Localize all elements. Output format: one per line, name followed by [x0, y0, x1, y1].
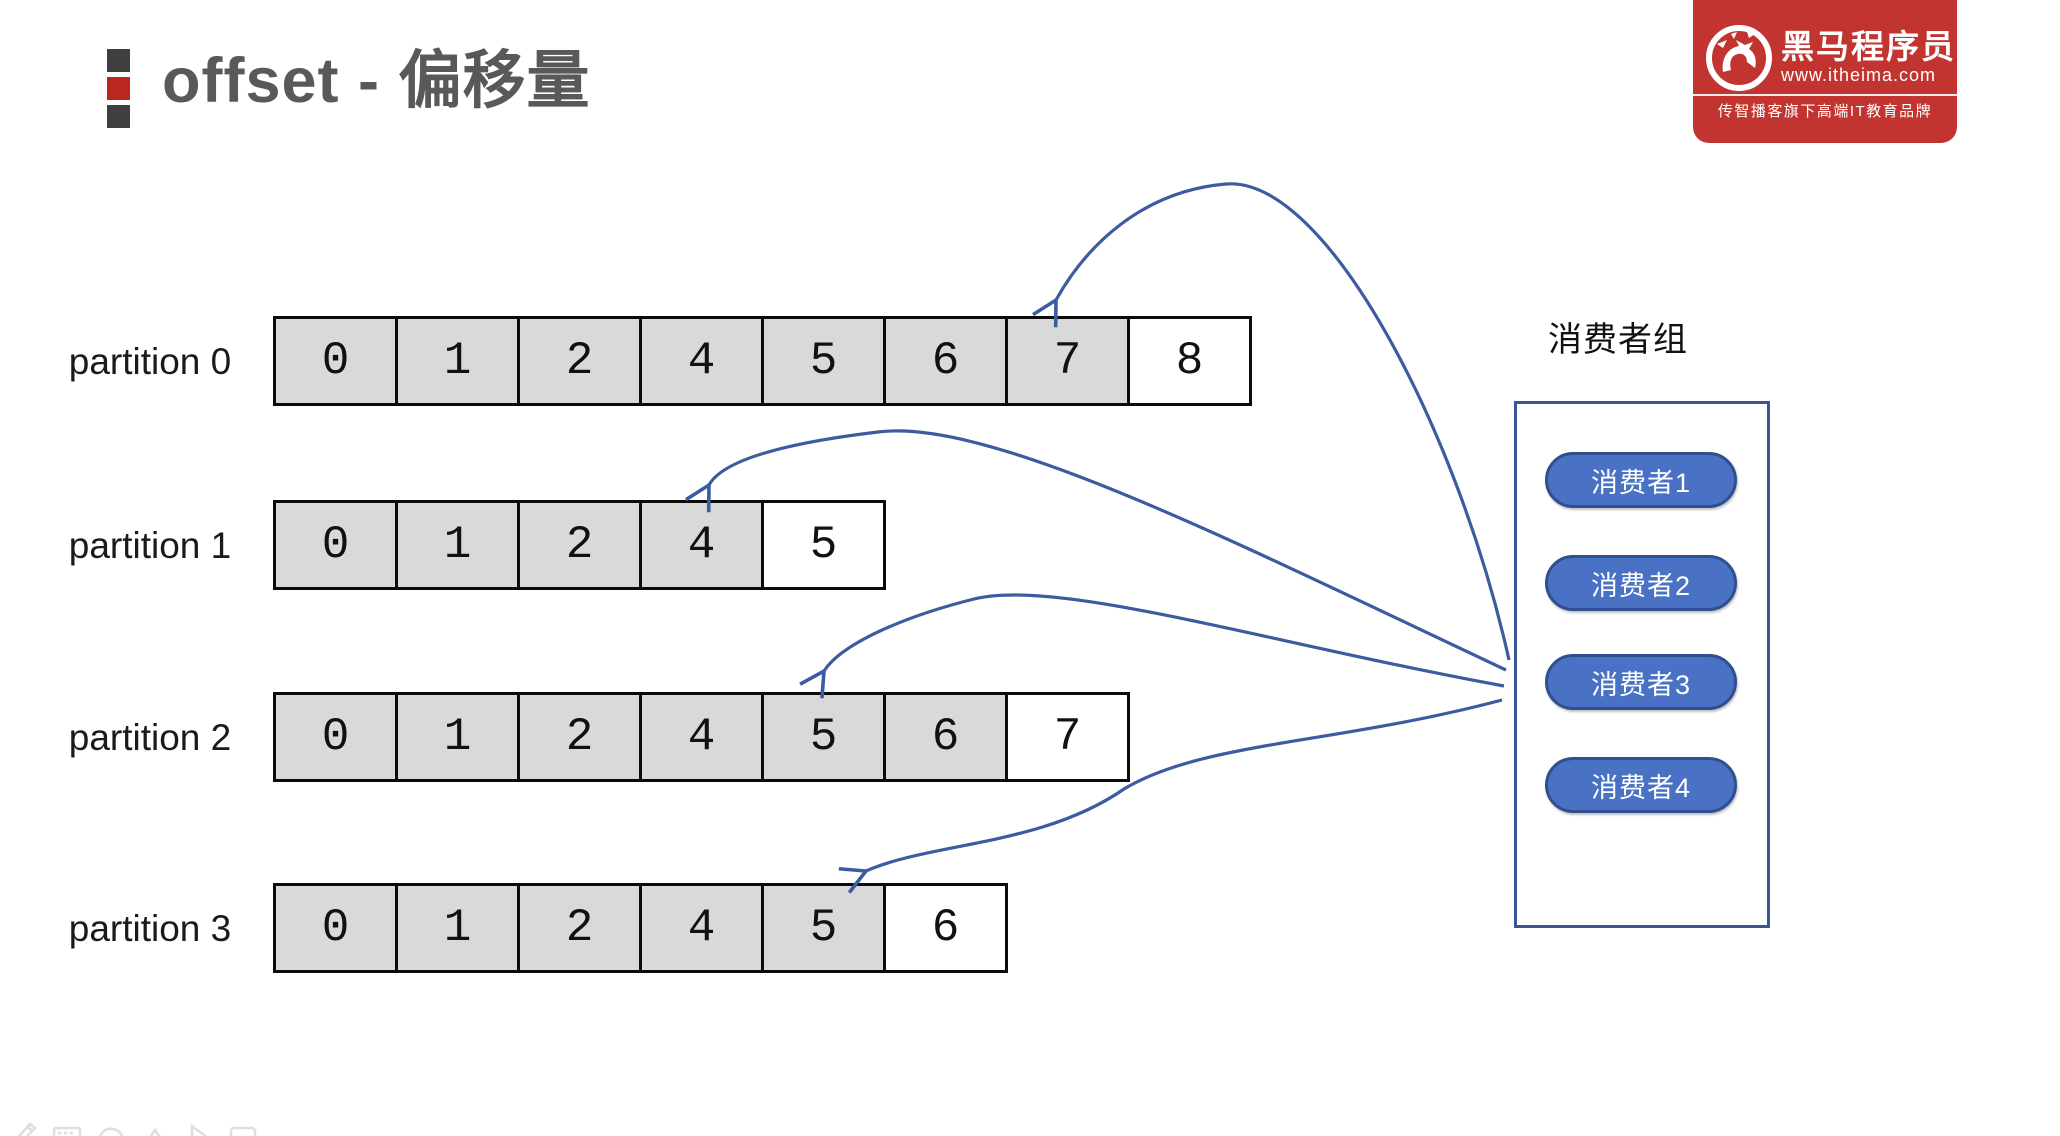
offset-cell-p2-2: 2: [517, 692, 642, 782]
consumer-pill-1: 消费者1: [1545, 452, 1737, 508]
offset-cell-p1-0: 0: [273, 500, 398, 590]
offset-cell-p3-4: 4: [639, 883, 764, 973]
offset-cell-p0-2: 2: [517, 316, 642, 406]
offset-cell-p1-2: 2: [517, 500, 642, 590]
offset-cell-p1-5: 5: [761, 500, 886, 590]
offset-cell-p0-0: 0: [273, 316, 398, 406]
logo-brand-name: 黑马程序员: [1781, 28, 1956, 66]
bullet-square-dark-top: [107, 49, 130, 72]
logo-divider: [1693, 94, 1957, 96]
consumer-pill-2: 消费者2: [1545, 555, 1737, 611]
bullet-square-red: [107, 77, 130, 100]
offset-cell-p3-1: 1: [395, 883, 520, 973]
offset-cell-p2-4: 4: [639, 692, 764, 782]
offset-cell-p3-2: 2: [517, 883, 642, 973]
logo-tagline: 传智播客旗下高端IT教育品牌: [1717, 103, 1933, 120]
title-bullet-icon: [107, 49, 130, 133]
offset-cell-p0-1: 1: [395, 316, 520, 406]
partition-label-3: partition 3: [68, 908, 232, 949]
logo-top-row: 黑马程序员 www.itheima.com: [1703, 22, 1956, 94]
consumer-group-title: 消费者组: [1548, 321, 1688, 359]
offset-cell-p3-5: 5: [761, 883, 886, 973]
offset-cell-p2-5: 5: [761, 692, 886, 782]
offset-arrow-partition-2: [799, 593, 1505, 699]
partition-label-0: partition 0: [68, 341, 232, 382]
keyboard-tool-icon[interactable]: [52, 1118, 82, 1136]
offset-cell-p2-6: 6: [883, 692, 1008, 782]
offset-cell-p0-4: 4: [639, 316, 764, 406]
offset-cell-p1-4: 4: [639, 500, 764, 590]
offset-cell-p2-0: 0: [273, 692, 398, 782]
offset-cell-p3-6: 6: [883, 883, 1008, 973]
itheima-logo: 黑马程序员 www.itheima.com 传智播客旗下高端IT教育品牌: [1693, 0, 1957, 143]
offset-cell-p1-1: 1: [395, 500, 520, 590]
horse-logo-icon: [1706, 25, 1772, 91]
pointer-tool-icon[interactable]: [184, 1118, 214, 1136]
offset-cell-p2-1: 1: [395, 692, 520, 782]
consumer-pill-4: 消费者4: [1545, 757, 1737, 813]
bullet-square-dark-bottom: [107, 105, 130, 128]
pen-tool-icon[interactable]: [8, 1118, 38, 1136]
presenter-toolbar: [8, 1118, 258, 1136]
offset-cell-p2-7: 7: [1005, 692, 1130, 782]
logo-website: www.itheima.com: [1781, 64, 1937, 85]
offset-cell-p0-6: 6: [883, 316, 1008, 406]
offset-arrow-partition-0: [1032, 182, 1511, 661]
partition-label-2: partition 2: [68, 717, 232, 758]
offset-cell-p0-7: 7: [1005, 316, 1130, 406]
offset-cell-p0-8: 8: [1127, 316, 1252, 406]
slide-tool-icon[interactable]: [228, 1118, 258, 1136]
logo-text-block: 黑马程序员 www.itheima.com: [1781, 30, 1956, 86]
page-title: offset - 偏移量: [162, 46, 591, 116]
offset-cell-p0-5: 5: [761, 316, 886, 406]
offset-cell-p3-0: 0: [273, 883, 398, 973]
lasso-tool-icon[interactable]: [96, 1118, 126, 1136]
partition-label-1: partition 1: [68, 525, 232, 566]
marker-tool-icon[interactable]: [140, 1118, 170, 1136]
consumer-pill-3: 消费者3: [1545, 654, 1737, 710]
